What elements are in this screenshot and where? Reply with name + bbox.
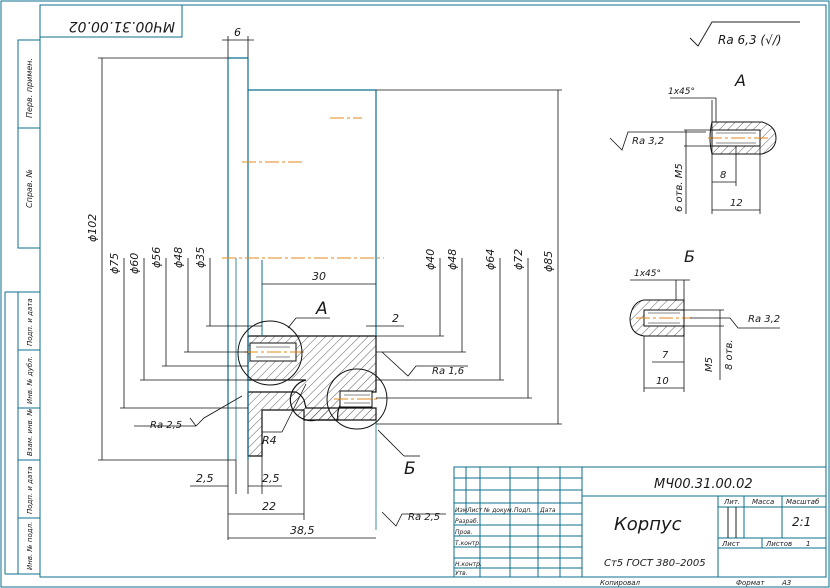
tb-prov: Пров. bbox=[455, 529, 473, 536]
side-strip bbox=[4, 39, 41, 575]
tb-col-date: Дата bbox=[539, 507, 556, 514]
detail-circle-a bbox=[237, 320, 303, 386]
dims-right bbox=[376, 89, 562, 425]
tb-nkontr: Н.контр. bbox=[455, 561, 482, 568]
detail-b-title: Б bbox=[684, 247, 695, 266]
dim-75: ϕ75 bbox=[108, 253, 121, 274]
detail-a-l12: 12 bbox=[730, 198, 743, 209]
side-label-dubl: Инв. № дубл. bbox=[26, 356, 34, 404]
tb-sheets: Листов bbox=[765, 540, 792, 548]
detail-a-roughness: Ra 3,2 bbox=[632, 136, 664, 147]
detail-b-chamfer: 1x45° bbox=[634, 269, 661, 279]
side-label-vzam: Взам. инв. № bbox=[26, 408, 34, 456]
tb-massa: Масса bbox=[752, 498, 774, 506]
title-material: Ст5 ГОСТ 380–2005 bbox=[604, 558, 706, 569]
dim-48-left: ϕ48 bbox=[172, 247, 185, 268]
tb-sheets-count: 1 bbox=[806, 540, 810, 548]
tb-col-izm: Изм bbox=[455, 507, 468, 514]
side-label-perv: Перв. примен. bbox=[25, 58, 34, 118]
general-roughness-sign bbox=[689, 21, 800, 47]
tb-lit: Лит. bbox=[723, 498, 740, 506]
detail-a-l8: 8 bbox=[720, 170, 726, 181]
dim-6: 6 bbox=[234, 26, 241, 39]
side-label-sprav: Справ. № bbox=[25, 169, 34, 208]
tb-sheet: Лист bbox=[721, 540, 741, 548]
inner-frame bbox=[39, 4, 827, 578]
dim-48-right: ϕ48 bbox=[446, 249, 459, 270]
dim-2: 2 bbox=[392, 312, 399, 325]
dim-102: ϕ102 bbox=[86, 214, 99, 242]
dim-2-5-a: 2,5 bbox=[196, 472, 214, 485]
rotated-code-text: МЧ00.31.00.02 bbox=[69, 18, 175, 34]
dim-38-5: 38,5 bbox=[290, 524, 315, 537]
title-name: Корпус bbox=[614, 514, 682, 535]
side-label-podp1: Подп. и дата bbox=[26, 298, 34, 346]
tb-scale-value: 2:1 bbox=[792, 515, 811, 529]
dim-40: ϕ40 bbox=[424, 249, 437, 270]
detail-a-chamfer: 1x45° bbox=[668, 87, 695, 97]
callout-a: А bbox=[315, 299, 328, 319]
detail-b-l10: 10 bbox=[656, 376, 669, 387]
title-block bbox=[453, 466, 827, 578]
dims-left bbox=[98, 57, 262, 461]
tb-col-podp: Подп. bbox=[514, 507, 532, 514]
dim-r4: R4 bbox=[262, 434, 277, 447]
callout-b: Б bbox=[404, 459, 416, 479]
detail-b-view bbox=[629, 279, 780, 392]
dim-22: 22 bbox=[262, 500, 276, 513]
side-label-podl: Инв. № подл. bbox=[26, 522, 34, 570]
dim-85: ϕ85 bbox=[542, 251, 555, 272]
detail-a-thread: 6 отв. М5 bbox=[674, 163, 685, 212]
body-outline bbox=[227, 57, 377, 530]
roughness-bottom: Ra 2,5 bbox=[408, 512, 440, 523]
detail-a-view bbox=[609, 97, 777, 214]
dim-56: ϕ56 bbox=[150, 247, 163, 268]
detail-a-title: А bbox=[734, 71, 746, 90]
detail-b-thread: М5 bbox=[704, 357, 715, 372]
dim-64: ϕ64 bbox=[484, 249, 497, 270]
tb-col-doc: № докум. bbox=[483, 507, 514, 514]
rotated-code-box bbox=[39, 4, 183, 38]
footer-copied: Копировал bbox=[600, 579, 641, 587]
tb-utv: Утв. bbox=[455, 570, 468, 577]
tb-masshtab: Масштаб bbox=[786, 498, 820, 506]
dim-60: ϕ60 bbox=[128, 253, 141, 274]
roughness-face: Ra 1,6 bbox=[432, 366, 464, 377]
dim-35: ϕ35 bbox=[194, 247, 207, 268]
tb-tkontr: Т.контр. bbox=[455, 540, 481, 547]
general-roughness-text: Ra 6,3 (√/) bbox=[718, 33, 781, 47]
footer-format: Формат bbox=[736, 579, 765, 587]
detail-b-roughness: Ra 3,2 bbox=[748, 314, 780, 325]
side-label-podp2: Подп. и дата bbox=[26, 466, 34, 514]
roughness-left: Ra 2,5 bbox=[150, 420, 182, 431]
footer-format-value: А3 bbox=[781, 579, 791, 587]
dim-72: ϕ72 bbox=[512, 249, 525, 270]
detail-b-l7: 7 bbox=[662, 350, 669, 361]
dim-30: 30 bbox=[312, 270, 326, 283]
detail-b-holes: 8 отв. bbox=[724, 339, 735, 370]
tb-razrab: Разраб. bbox=[455, 518, 479, 525]
dim-2-5-b: 2,5 bbox=[262, 472, 280, 485]
title-code: МЧ00.31.00.02 bbox=[654, 477, 753, 492]
detail-circle-b bbox=[326, 368, 388, 430]
tb-col-list: Лист bbox=[466, 507, 483, 514]
